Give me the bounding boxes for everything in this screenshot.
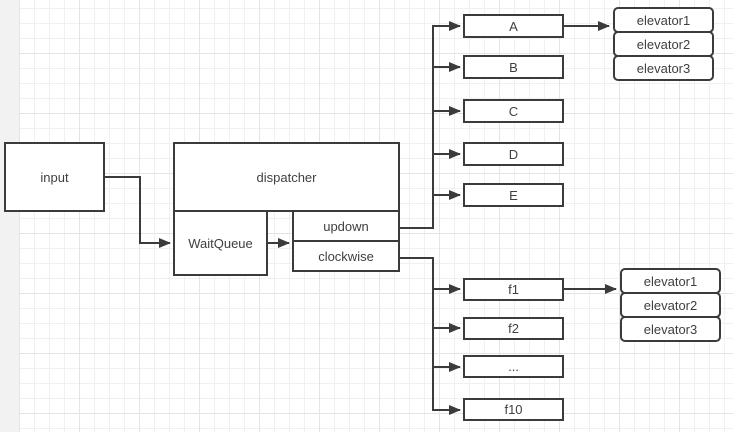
node-floor-f1-label: f1 bbox=[508, 282, 519, 297]
node-elevator3-bottom-label: elevator3 bbox=[643, 321, 698, 337]
connector-input-to-waitqueue bbox=[105, 176, 171, 248]
node-input-label: input bbox=[40, 169, 69, 185]
node-elevator1-bottom-label: elevator1 bbox=[643, 273, 698, 289]
elevator-stack-bottom: elevator1 elevator2 elevator3 bbox=[620, 268, 721, 342]
node-floor-a[interactable]: A bbox=[463, 14, 564, 38]
node-floor-f2[interactable]: f2 bbox=[463, 317, 564, 340]
node-floor-c[interactable]: C bbox=[463, 99, 564, 123]
node-floor-f10-label: f10 bbox=[504, 402, 523, 417]
node-floor-b-label: B bbox=[509, 59, 518, 75]
node-floor-c-label: C bbox=[508, 103, 519, 119]
node-dispatcher[interactable]: dispatcher bbox=[173, 142, 400, 212]
node-clockwise-label: clockwise bbox=[318, 248, 374, 264]
node-elevator2-bottom[interactable]: elevator2 bbox=[620, 292, 721, 318]
node-floor-b[interactable]: B bbox=[463, 55, 564, 79]
node-elevator2-top[interactable]: elevator2 bbox=[613, 31, 714, 57]
node-elevator1-top[interactable]: elevator1 bbox=[613, 7, 714, 33]
node-floor-e[interactable]: E bbox=[463, 183, 564, 207]
node-floor-ellipsis-label: ... bbox=[508, 359, 519, 374]
node-waitqueue-label: WaitQueue bbox=[188, 235, 253, 251]
node-elevator1-bottom[interactable]: elevator1 bbox=[620, 268, 721, 294]
node-dispatcher-label: dispatcher bbox=[256, 169, 317, 185]
node-elevator3-top-label: elevator3 bbox=[636, 60, 691, 76]
node-updown[interactable]: updown bbox=[292, 210, 400, 242]
connector-clockwise-to-f10 bbox=[400, 257, 461, 415]
node-elevator1-top-label: elevator1 bbox=[636, 12, 691, 28]
node-floor-e-label: E bbox=[509, 187, 518, 203]
node-elevator2-top-label: elevator2 bbox=[636, 36, 691, 52]
node-elevator3-top[interactable]: elevator3 bbox=[613, 55, 714, 81]
node-floor-f2-label: f2 bbox=[508, 321, 519, 336]
elevator-stack-top: elevator1 elevator2 elevator3 bbox=[613, 7, 714, 81]
node-floor-a-label: A bbox=[509, 18, 518, 34]
node-elevator3-bottom[interactable]: elevator3 bbox=[620, 316, 721, 342]
node-floor-d-label: D bbox=[508, 146, 519, 162]
connector-updown-to-a bbox=[400, 21, 461, 229]
node-floor-ellipsis[interactable]: ... bbox=[463, 355, 564, 378]
node-input[interactable]: input bbox=[4, 142, 105, 212]
node-floor-d[interactable]: D bbox=[463, 142, 564, 166]
node-clockwise[interactable]: clockwise bbox=[292, 240, 400, 272]
node-floor-f10[interactable]: f10 bbox=[463, 398, 564, 421]
node-floor-f1[interactable]: f1 bbox=[463, 278, 564, 301]
node-updown-label: updown bbox=[323, 218, 369, 234]
node-elevator2-bottom-label: elevator2 bbox=[643, 297, 698, 313]
node-waitqueue[interactable]: WaitQueue bbox=[173, 210, 268, 276]
